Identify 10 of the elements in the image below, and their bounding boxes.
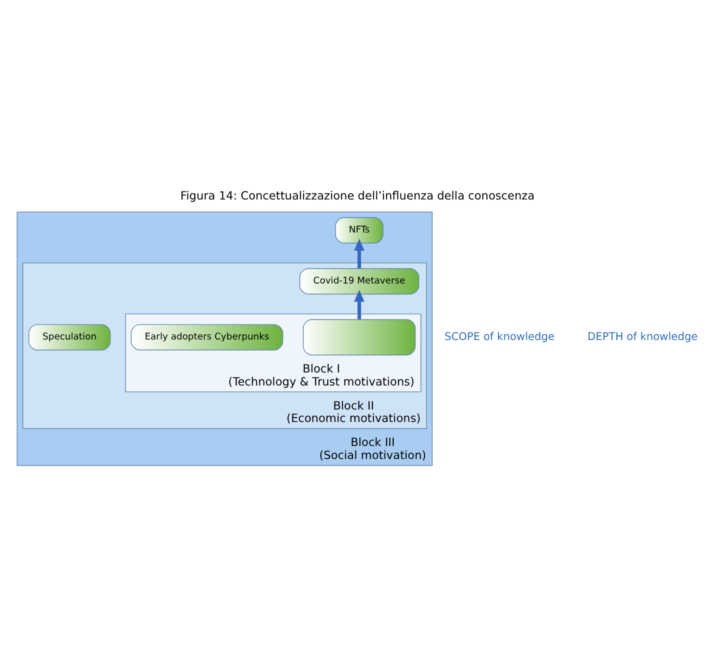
arrow — [354, 290, 364, 320]
label: SCOPE of knowledge — [444, 330, 555, 343]
node-box: NFTs — [335, 217, 384, 244]
node-box — [302, 319, 416, 356]
arrow — [354, 238, 364, 268]
node-box: Covid-19 Metaverse — [299, 268, 420, 294]
diagram-title: Figura 14: Concettualizzazione dell’influenza della conoscenza — [180, 188, 535, 203]
label: DEPTH of knowledge — [587, 330, 698, 343]
node-box: Early adopters Cyberpunks — [130, 324, 284, 350]
node-box: Speculation — [28, 324, 111, 350]
